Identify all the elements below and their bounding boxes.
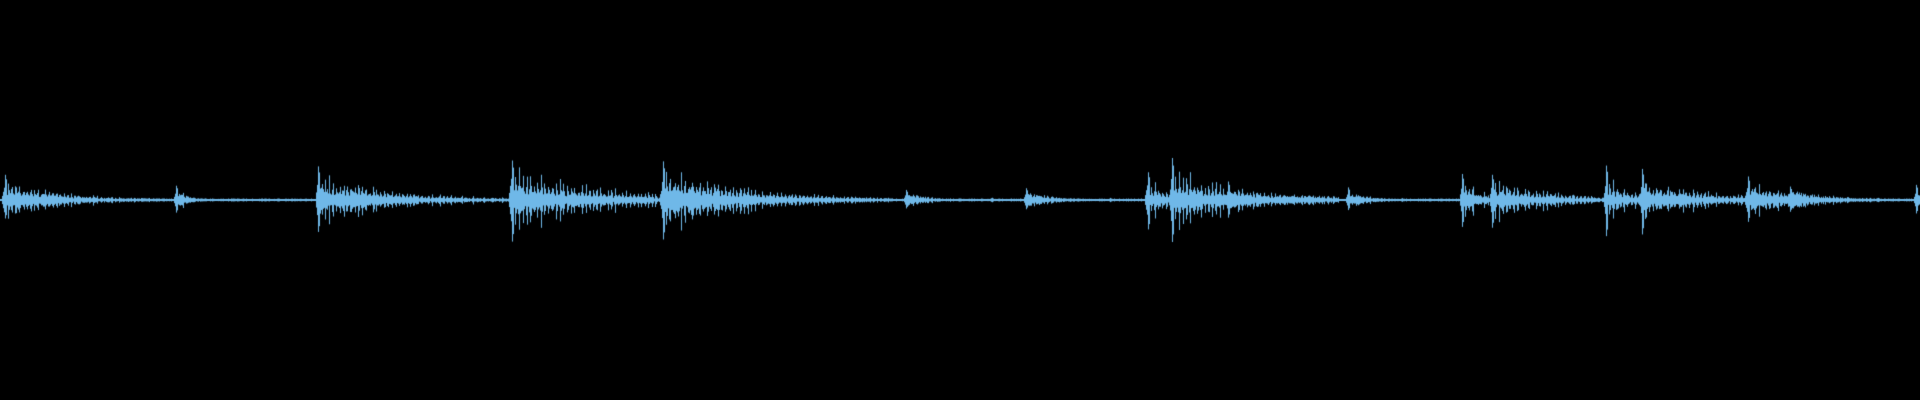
waveform-canvas[interactable]	[0, 0, 1920, 400]
audio-waveform-display[interactable]	[0, 0, 1920, 400]
